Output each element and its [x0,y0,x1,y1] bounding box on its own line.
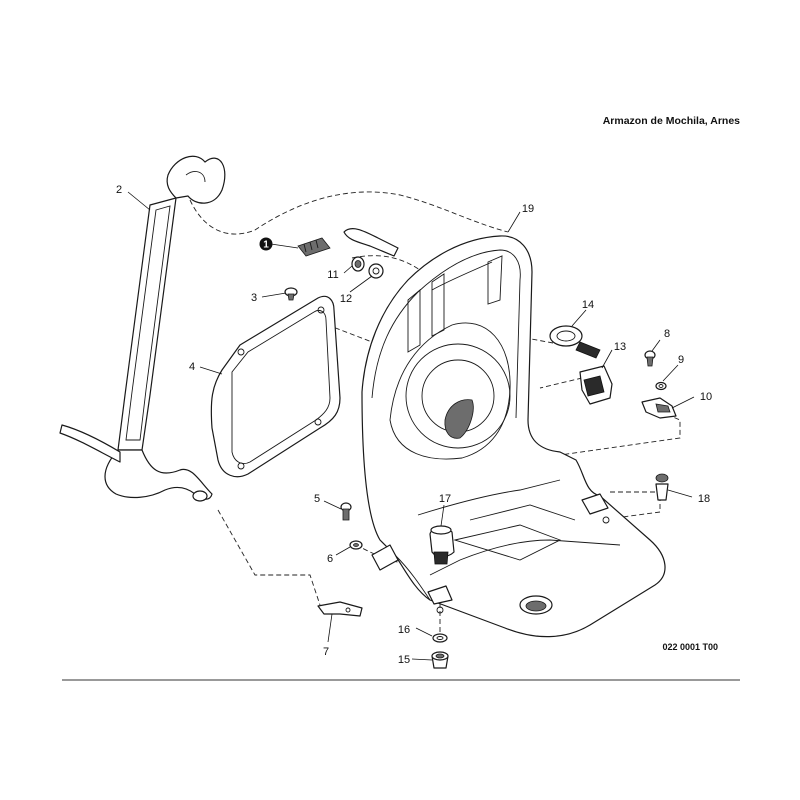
callout-2: 2 [116,184,122,196]
callout-14: 14 [582,299,594,311]
grommet-part-15 [431,651,449,669]
callout-18: 18 [698,493,710,505]
callout-15: 15 [398,654,410,666]
callout-10: 10 [700,391,712,403]
callout-7: 7 [323,646,329,658]
callout-16: 16 [398,624,410,636]
rivet-part-18 [655,473,669,501]
washer-part-9 [655,381,667,391]
screw-part-8 [644,350,656,367]
clip-part-10 [641,397,677,419]
nut-part-11 [351,256,365,272]
callout-5: 5 [314,493,320,505]
leader-lines [127,191,695,661]
diagram-title: Armazon de Mochila, Arnes [603,115,740,127]
washer-part-16 [432,633,448,643]
backpack-frame [361,235,666,638]
socket-part-17 [429,525,455,565]
bracket-part-13 [579,365,613,405]
buckle-clip [297,228,399,257]
callout-17: 17 [439,493,451,505]
callout-1-label: 1 [263,240,269,251]
callout-9: 9 [678,354,684,366]
callout-6: 6 [327,553,333,565]
drawing-code: 022 0001 T00 [662,642,718,652]
washer-part-12 [368,263,384,279]
clip-part-7 [317,601,363,617]
callout-12: 12 [340,293,352,305]
callout-4: 4 [189,361,195,373]
screw-part-5 [340,502,352,521]
callout-13: 13 [614,341,626,353]
shoulder-strap [59,155,226,502]
cover-plate [210,295,341,478]
screw-part-3 [284,287,298,301]
callout-8: 8 [664,328,670,340]
callout-19: 19 [522,203,534,215]
callout-11: 11 [327,269,338,281]
washer-part-6 [349,540,363,550]
callout-1: 1 [259,237,273,251]
callout-3: 3 [251,292,257,304]
strap-loop-part-14 [549,325,601,359]
